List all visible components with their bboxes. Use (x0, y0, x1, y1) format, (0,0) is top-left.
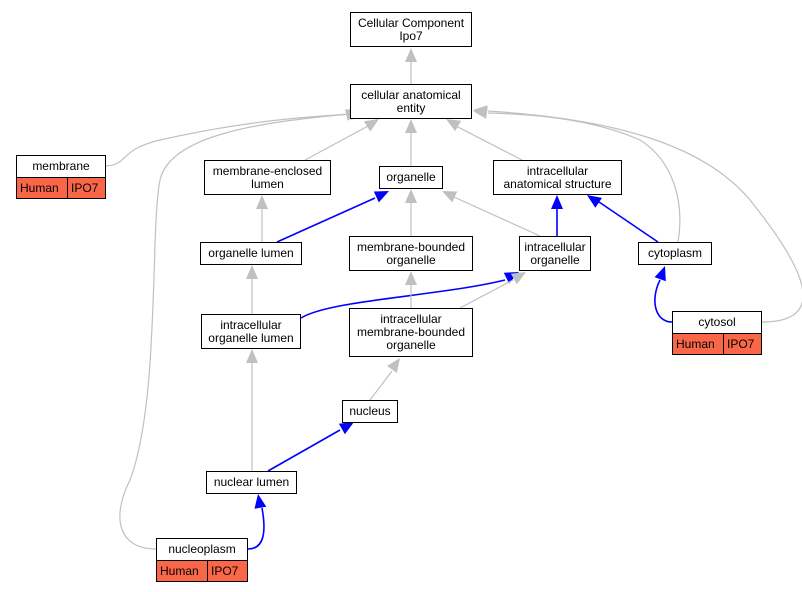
node-orglumen[interactable]: organelle lumen (200, 242, 302, 265)
gene-label: IPO7 (67, 178, 105, 198)
species-label: Human (676, 336, 715, 351)
edge-cytosol-cytoplasm (654, 279, 673, 323)
node-label-line: intracellular (380, 312, 442, 326)
arrowhead-icon (405, 189, 417, 203)
arrowhead-icon (405, 271, 417, 285)
edge-cytosol-cae (487, 110, 802, 323)
node-label-line: organelle (386, 170, 436, 184)
node-label-line: organelle (530, 252, 580, 267)
node-label-line: intracellular (524, 239, 586, 254)
node-label-line: intracellular (220, 317, 282, 332)
arrowhead-icon (551, 195, 563, 209)
edge-ias-cae (453, 124, 523, 161)
node-label-line: organelle lumen (208, 330, 294, 345)
edge-iol-intorg (300, 279, 506, 319)
node-cytosol[interactable]: cytosol (672, 311, 762, 334)
edge-cytoplasm-ias (598, 201, 659, 243)
arrowhead-icon (246, 349, 258, 363)
edge-nucleoplasm-cae (119, 113, 351, 550)
node-label-line: entity (396, 100, 426, 115)
node-nucleoplasm[interactable]: nucleoplasm (156, 538, 248, 561)
arrowhead-icon (254, 494, 267, 509)
species-label: Human (20, 180, 59, 195)
node-label-line: anatomical structure (503, 176, 612, 191)
arrowhead-icon (363, 119, 379, 132)
node-label-line: membrane-bounded (356, 239, 466, 254)
node-label-line: nucleus (349, 404, 391, 418)
arrowhead-icon (246, 265, 258, 279)
node-label-line: lumen (251, 176, 284, 191)
arrowhead-icon (405, 119, 417, 133)
node-label-line: Cellular Component (357, 15, 465, 30)
node-nucleus[interactable]: nucleus (342, 400, 398, 423)
arrowhead-icon (587, 195, 602, 208)
arrowhead-icon (256, 195, 268, 209)
arrowhead-icon (510, 272, 526, 285)
node-label-line: Ipo7 (399, 28, 423, 43)
edge-nucleoplasm-nuclumen (247, 507, 265, 550)
edge-intorg-org (453, 196, 541, 237)
arrowhead-icon (442, 191, 458, 203)
edge-cytoplasm-cae (487, 112, 681, 243)
node-label-line: intracellular (526, 163, 589, 178)
node-label-line: membrane-enclosed (212, 163, 323, 178)
arrowhead-icon (654, 266, 666, 282)
arrowhead-icon (405, 48, 417, 62)
annotation-membrane[interactable]: Human IPO7 (16, 177, 106, 199)
node-label-line: organelle (386, 252, 436, 267)
edge-imbo-intorg (459, 279, 514, 309)
arrowhead-icon (387, 358, 400, 373)
gene-label: IPO7 (723, 334, 761, 354)
arrowhead-icon (473, 105, 488, 118)
gene-label: IPO7 (207, 561, 247, 581)
node-membrane[interactable]: membrane (16, 155, 106, 178)
species-label: Human (160, 563, 199, 578)
arrowhead-icon (446, 119, 462, 132)
node-organelle[interactable]: organelle (379, 166, 443, 189)
node-label-line: cytosol (698, 315, 736, 329)
annotation-cytosol[interactable]: Human IPO7 (672, 333, 762, 355)
node-label-line: membrane (32, 159, 90, 173)
edge-nuclumen-nucleus (267, 429, 341, 472)
arrowhead-icon (373, 191, 389, 203)
arrowhead-icon (338, 422, 354, 435)
edge-membrane-cae (105, 113, 353, 167)
node-label-line: organelle (386, 338, 436, 352)
node-label-line: cytoplasm (647, 246, 703, 260)
node-label-line: nucleoplasm (168, 542, 236, 556)
node-label-line: nuclear lumen (213, 475, 290, 489)
node-cytoplasm[interactable]: cytoplasm (638, 242, 712, 265)
edge-orglumen-org (276, 197, 376, 243)
node-label-line: organelle lumen (208, 246, 294, 260)
node-nuclumen[interactable]: nuclear lumen (206, 471, 297, 494)
edge-mel-cae (304, 124, 371, 161)
edge-nucleus-imbo (369, 370, 393, 401)
annotation-nucleoplasm[interactable]: Human IPO7 (156, 560, 248, 582)
node-label-line: membrane-bounded (356, 325, 466, 339)
node-label-line: cellular anatomical (361, 87, 461, 102)
